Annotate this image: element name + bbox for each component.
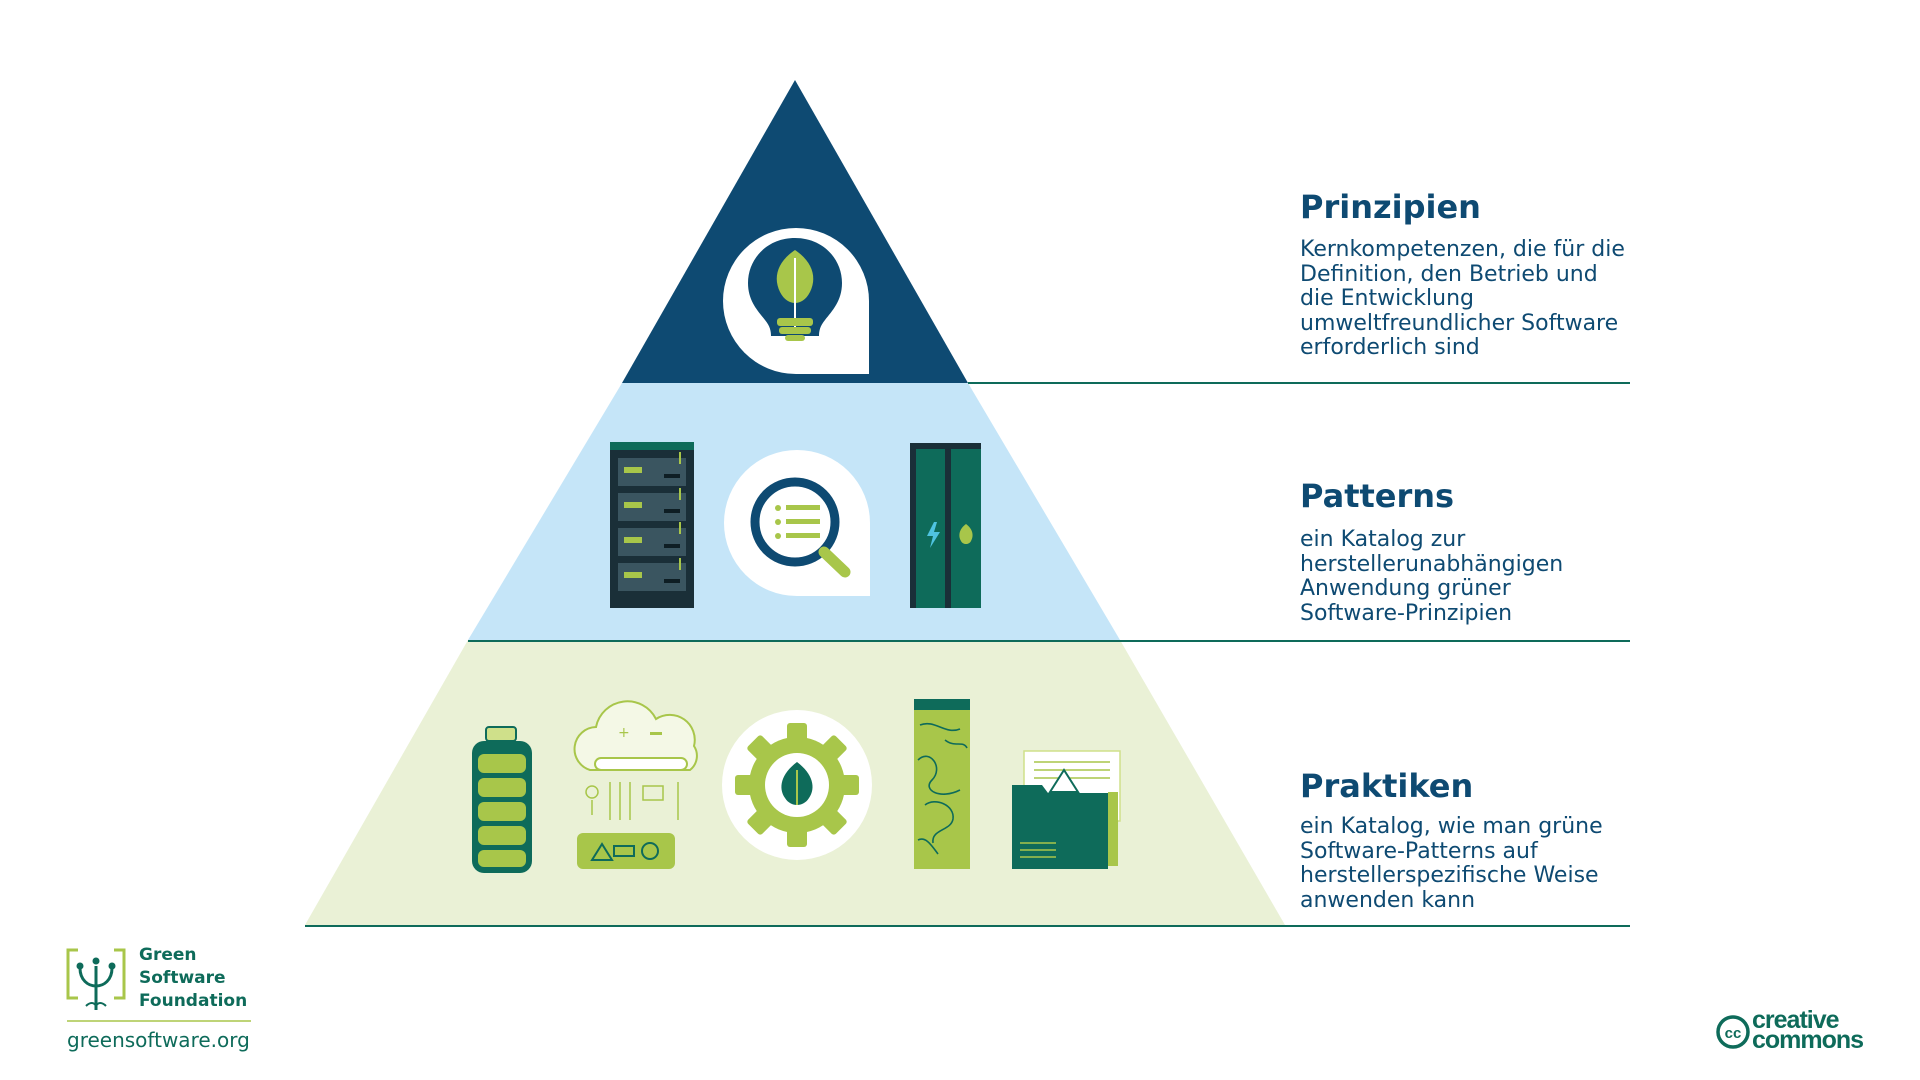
- creative-commons-word-creative: creative: [1752, 1006, 1840, 1034]
- gear-leaf-icon: [722, 710, 872, 860]
- brand-url-link[interactable]: greensoftware.org: [67, 1028, 250, 1052]
- level-description-patterns: ein Katalog zur herstellerunabhängigen A…: [1300, 527, 1564, 626]
- svg-text:+: +: [618, 725, 630, 741]
- lightbulb-leaf-icon: [723, 228, 869, 374]
- folder-docs-icon: [1012, 750, 1121, 869]
- books-icon: [910, 443, 981, 608]
- level-title-prinzipien: Prinzipien: [1300, 188, 1481, 226]
- creative-commons-word-commons: commons: [1752, 1026, 1864, 1054]
- magnifier-list-icon: [724, 450, 870, 596]
- contour-book-icon: [914, 699, 970, 869]
- level-title-praktiken: Praktiken: [1300, 767, 1474, 805]
- creative-commons-badge-icon: cc: [1716, 1015, 1750, 1049]
- svg-text:cc: cc: [1725, 1025, 1742, 1042]
- cloud-devices-icon: +: [573, 700, 698, 869]
- brand-name: Green Software Foundation: [139, 945, 248, 1011]
- battery-icon: [472, 726, 532, 873]
- level-title-patterns: Patterns: [1300, 477, 1455, 515]
- level-description-prinzipien: Kernkompetenzen, die für die Definition,…: [1300, 237, 1625, 360]
- server-rack-icon: [610, 442, 694, 608]
- green-software-foundation-logo-icon: [66, 948, 126, 1010]
- level-description-praktiken: ein Katalog, wie man grüne Software-Patt…: [1300, 814, 1603, 913]
